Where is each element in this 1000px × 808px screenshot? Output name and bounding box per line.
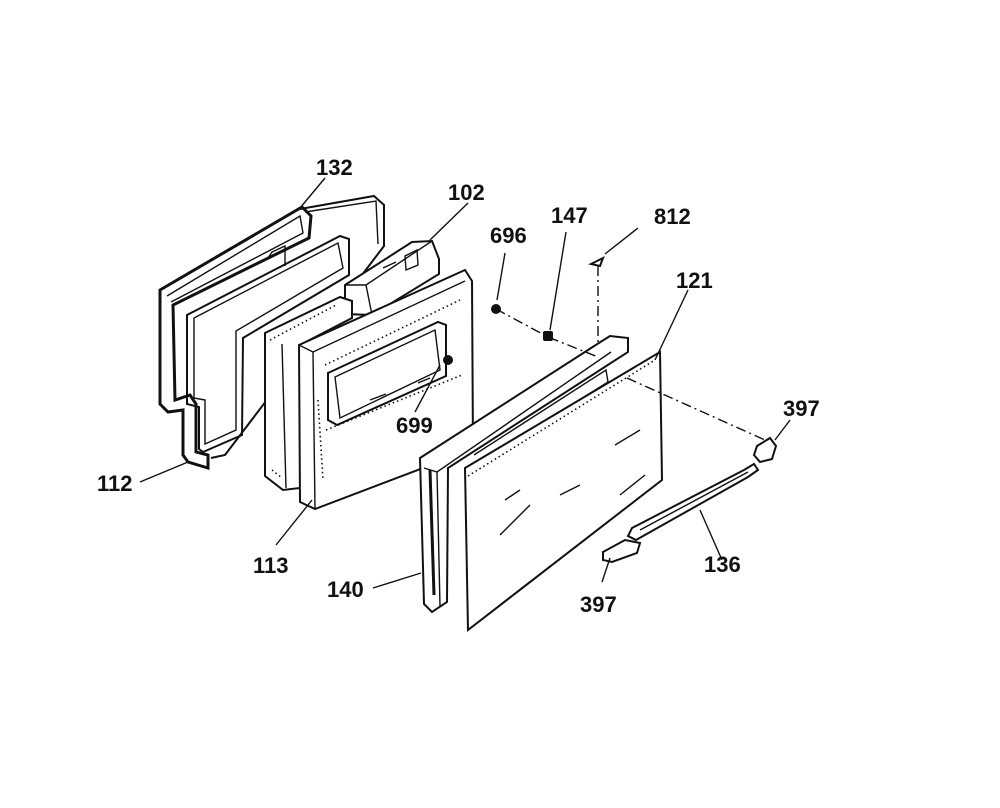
callout-140: 140: [327, 577, 364, 602]
part-112-window-frame: [186, 234, 350, 454]
callout-102: 102: [448, 180, 485, 205]
part-136-handle: [626, 462, 760, 542]
callout-812: 812: [654, 204, 691, 229]
part-397-endcap-upper: [752, 436, 778, 464]
leader-lines: [139, 177, 791, 589]
callout-112: 112: [97, 471, 133, 496]
part-397-endcap-lower: [602, 538, 642, 564]
callout-136: 136: [704, 552, 741, 577]
callout-696: 696: [490, 223, 527, 248]
part-812-screw: [588, 255, 605, 268]
callout-397-upper: 397: [783, 396, 820, 421]
callout-147: 147: [551, 203, 588, 228]
callout-132: 132: [316, 155, 353, 180]
callout-699: 699: [396, 413, 433, 438]
assembly-centerlines: [495, 266, 766, 441]
part-132-gasket: [158, 194, 385, 471]
callout-397-lower: 397: [580, 592, 617, 617]
part-121-outer-glass: [463, 350, 664, 633]
part-113-inner-liner: [264, 268, 475, 511]
callout-113: 113: [253, 553, 289, 578]
callouts: 132 102 696 147 812 121 397 699 112 113 …: [97, 155, 820, 617]
part-147-clip: [543, 331, 553, 341]
callout-121: 121: [676, 268, 713, 293]
